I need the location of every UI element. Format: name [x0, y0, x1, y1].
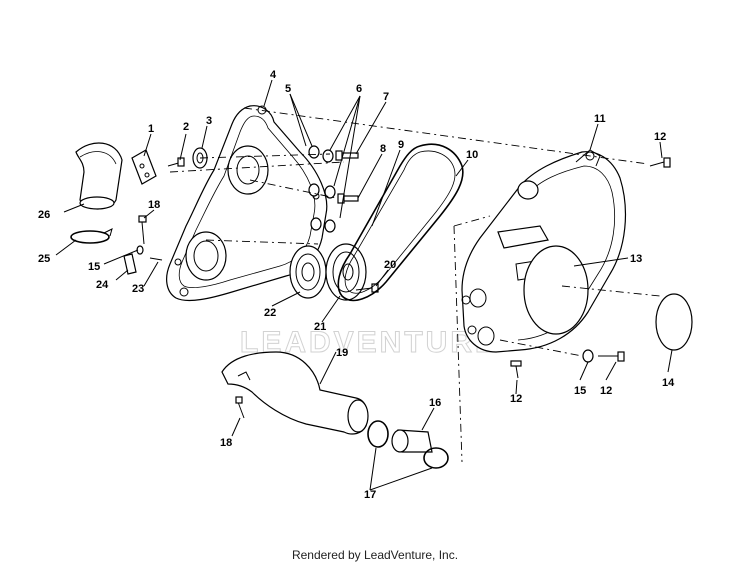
callout-18-top: 18 — [148, 199, 160, 211]
callout-13: 13 — [630, 253, 642, 265]
callout-15-left: 15 — [88, 261, 100, 273]
part-9-drive-belt — [337, 143, 464, 302]
callout-23: 23 — [132, 283, 144, 295]
callout-17: 17 — [364, 489, 376, 501]
callout-12-bottom: 12 — [510, 393, 522, 405]
callout-16: 16 — [429, 397, 441, 409]
callout-18-bottom: 18 — [220, 437, 232, 449]
assembly-lines — [169, 107, 661, 463]
callout-6: 6 — [356, 83, 362, 95]
callout-10: 10 — [466, 149, 478, 161]
callout-7: 7 — [383, 91, 389, 103]
part-14-gasket-disc — [655, 293, 693, 351]
callout-25: 25 — [38, 253, 50, 265]
callout-11: 11 — [594, 113, 606, 125]
part-11-13-clutch-cover — [461, 149, 627, 353]
part-18-screw — [235, 396, 245, 419]
callout-4: 4 — [270, 69, 277, 81]
callout-2: 2 — [183, 121, 189, 133]
part-19-intake-duct — [221, 351, 369, 435]
part-7-8-bolts — [335, 150, 359, 204]
callout-14: 14 — [662, 377, 675, 389]
callout-21: 21 — [314, 321, 326, 333]
footer-credit: Rendered by LeadVenture, Inc. — [291, 548, 459, 562]
callout-15-right: 15 — [574, 385, 586, 397]
callout-24: 24 — [96, 279, 109, 291]
callout-3: 3 — [206, 115, 212, 127]
callout-19: 19 — [336, 347, 348, 359]
callout-26: 26 — [38, 209, 50, 221]
part-4-inner-housing-plate — [166, 105, 328, 302]
part-5-6-washers — [308, 145, 336, 233]
part-18-24-23-hardware — [123, 215, 163, 275]
callout-5: 5 — [285, 83, 291, 95]
callout-20: 20 — [384, 259, 396, 271]
part-22-pulley — [289, 245, 327, 299]
leader-lines — [55, 79, 673, 491]
part-1-bracket — [131, 149, 157, 185]
part-25-hose-clamp — [70, 228, 113, 244]
part-2-screw — [167, 157, 185, 167]
part-26-duct-elbow — [75, 142, 123, 210]
callout-labels: 1 2 3 4 5 6 7 8 9 10 11 12 13 14 15 12 1… — [38, 69, 675, 501]
part-12-screws — [510, 157, 671, 379]
callout-8: 8 — [380, 143, 386, 155]
callout-12-right: 12 — [600, 385, 612, 397]
callout-22: 22 — [264, 307, 276, 319]
callout-1: 1 — [148, 123, 154, 135]
callout-9: 9 — [398, 139, 404, 151]
callout-12-top: 12 — [654, 131, 666, 143]
part-16-17-coupler-clamps — [367, 420, 449, 469]
